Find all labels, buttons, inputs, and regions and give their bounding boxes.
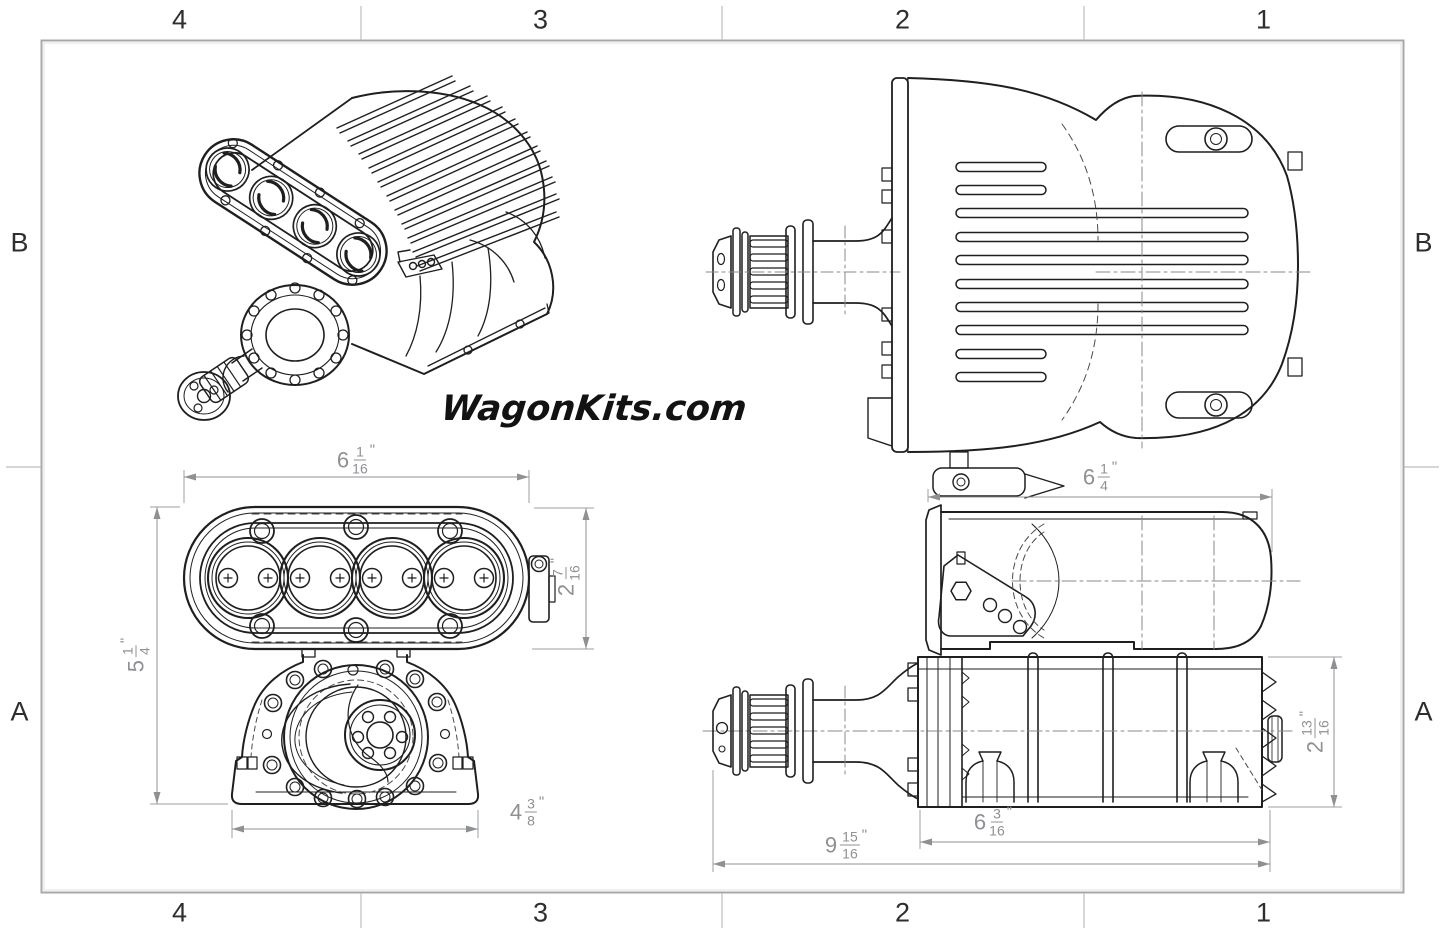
side-view-case — [702, 652, 1296, 808]
iso-throttle-openings — [205, 147, 381, 277]
iso-pulley — [177, 348, 263, 421]
front-view — [182, 505, 556, 810]
front-view-side-tab — [528, 555, 556, 623]
watermark-logo: WagonKits.com — [439, 389, 749, 429]
dimension-lines — [150, 470, 1342, 872]
iso-flange-bolts — [220, 137, 365, 286]
front-view-flange-bolts — [261, 659, 451, 809]
zone-col-bottom-2: 2 — [894, 897, 912, 928]
sheet-frame — [6, 6, 1439, 928]
top-view — [705, 77, 1313, 499]
side-view-bracket — [937, 551, 1036, 637]
zone-col-bottom-3: 3 — [532, 897, 550, 928]
side-view-studs — [1027, 652, 1188, 803]
side-view — [702, 504, 1301, 808]
front-view-hub — [344, 699, 416, 771]
zone-col-bottom-4: 4 — [171, 897, 189, 928]
zone-col-top-4: 4 — [171, 4, 189, 35]
zone-col-bottom-1: 1 — [1255, 897, 1273, 928]
zone-col-top-3: 3 — [532, 4, 550, 35]
top-view-pulley — [705, 217, 901, 327]
top-view-ears — [1165, 125, 1303, 419]
front-view-case — [230, 648, 480, 810]
top-view-slots — [955, 161, 1249, 383]
zone-row-left-b: B — [10, 227, 30, 258]
top-view-bracket — [932, 451, 1065, 499]
iso-view — [177, 75, 560, 421]
side-view-gear-teeth — [1261, 671, 1283, 803]
top-view-body — [867, 77, 1313, 499]
side-view-pulley — [712, 662, 919, 800]
front-view-plate-bolts — [249, 514, 463, 643]
zone-col-top-1: 1 — [1255, 4, 1273, 35]
iso-ribs — [336, 75, 560, 272]
front-view-carb-plate — [182, 505, 556, 651]
side-view-manifold — [925, 504, 1301, 656]
iso-carb-flange — [198, 137, 388, 286]
side-view-pads — [965, 751, 1239, 803]
iso-front-cover — [240, 282, 350, 386]
front-view-bores — [206, 536, 506, 620]
zone-row-right-a: A — [1414, 696, 1434, 727]
zone-col-top-2: 2 — [894, 4, 912, 35]
zone-row-right-b: B — [1414, 227, 1434, 258]
iso-linkage-bracket — [397, 249, 443, 278]
zone-row-left-a: A — [10, 696, 30, 727]
